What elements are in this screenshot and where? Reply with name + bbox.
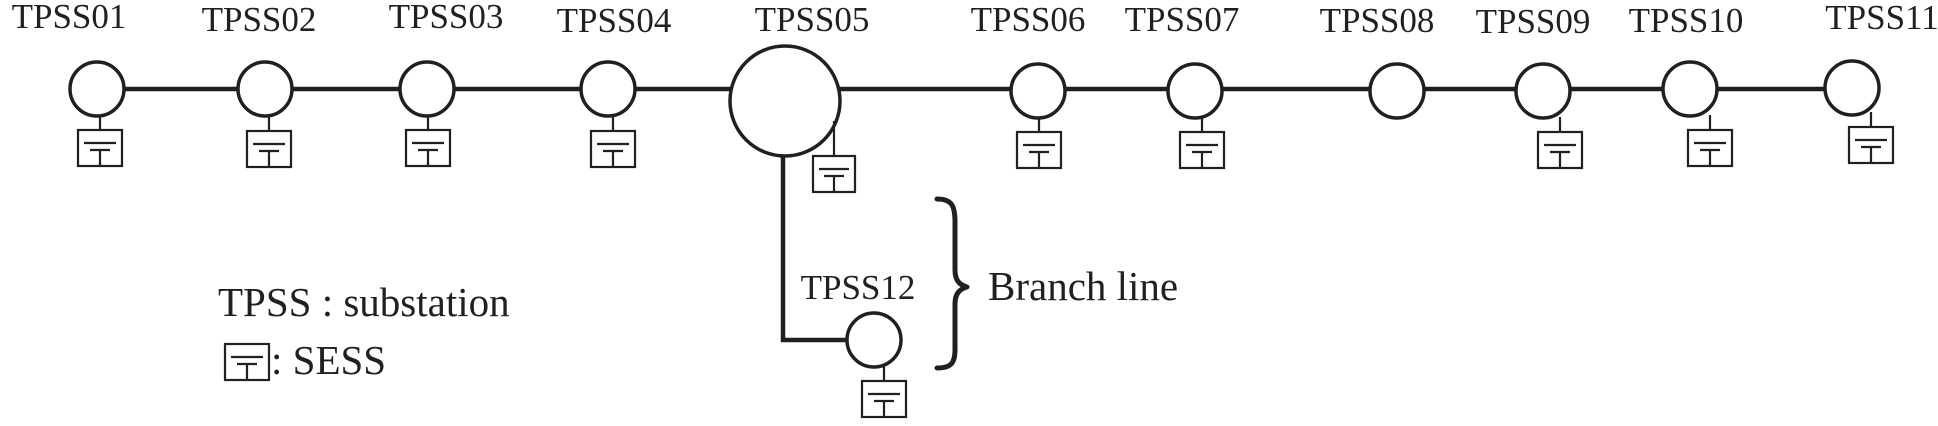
substation-label: TPSS06 [971,0,1086,39]
substation-tpss12: TPSS12 [801,268,916,419]
substation-label: TPSS08 [1320,1,1435,40]
substation-label: TPSS02 [202,0,317,39]
substation-tpss04: TPSS04 [557,1,672,169]
sess-legend-icon [223,342,271,382]
sess-icon [1847,112,1895,165]
sess-icon [245,116,293,169]
substation-tpss11: TPSS11 [1823,0,1938,165]
substation-label: TPSS10 [1629,1,1744,40]
legend: TPSS : substation : SESS [218,279,510,383]
substation-label: TPSS05 [755,0,870,39]
branch-line-label: Branch line [988,263,1178,309]
substation-tpss08: TPSS08 [1320,1,1435,120]
substation-label: TPSS04 [557,1,672,40]
sess-icon [76,115,124,168]
substation-node [1823,59,1881,117]
sess-icon [589,116,637,169]
sess-icon [1686,115,1734,168]
substation-tpss01: TPSS01 [12,0,127,168]
substation-label: TPSS09 [1476,2,1591,41]
legend-sess-text: : SESS [271,337,386,383]
sess-icon [860,366,908,419]
sess-icon [811,121,857,194]
substation-node [398,60,456,118]
substation-node [1009,62,1067,120]
substation-node [1661,60,1719,118]
substation-tpss02: TPSS02 [202,0,317,169]
sess-icon [1015,117,1063,170]
substation-tpss07: TPSS07 [1125,0,1240,170]
substation-node [845,311,903,369]
substation-tpss05: TPSS05 [728,0,870,194]
substation-label: TPSS12 [801,268,916,307]
substation-label: TPSS07 [1125,0,1240,39]
sess-icon [404,115,452,168]
substation-node [579,60,637,118]
sess-icon [1536,117,1584,170]
substation-node [1514,62,1572,120]
substation-label: TPSS11 [1825,0,1938,37]
substation-tpss10: TPSS10 [1629,1,1744,168]
substation-node [68,60,126,118]
legend-tpss-text: TPSS : substation [218,279,510,325]
substation-node [236,60,294,118]
branch-brace [934,196,970,371]
substation-label: TPSS03 [389,0,504,36]
substation-tpss06: TPSS06 [971,0,1086,170]
substation-label: TPSS01 [12,0,127,36]
substation-node [1368,62,1426,120]
substation-tpss09: TPSS09 [1476,2,1591,170]
substation-tpss03: TPSS03 [389,0,504,168]
substation-node [1166,62,1224,120]
substation-node [728,44,842,158]
branch-line-path [780,150,875,343]
sess-icon [1178,117,1226,170]
